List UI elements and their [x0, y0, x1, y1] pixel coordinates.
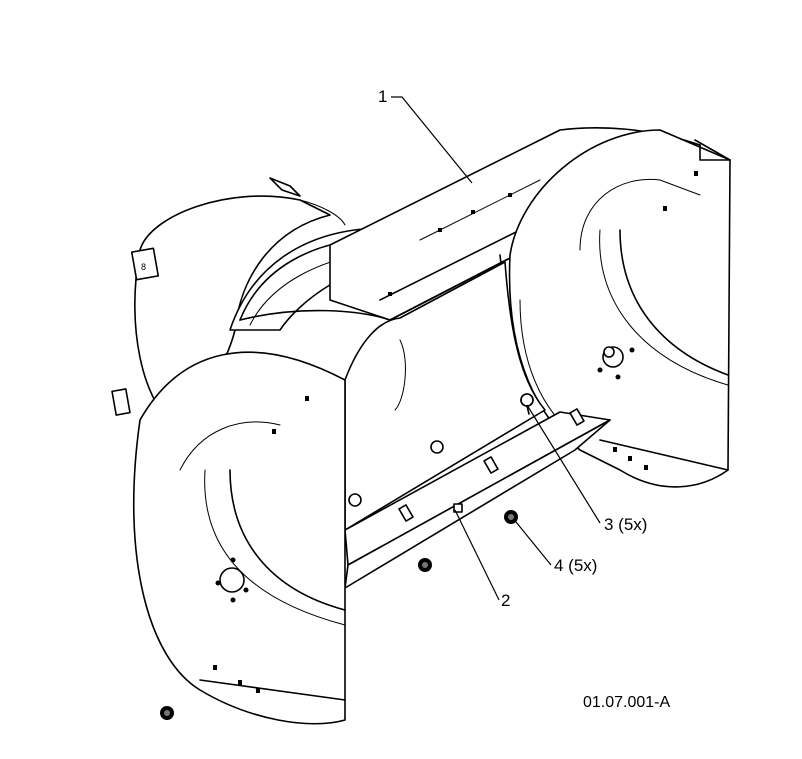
- scraper-bar: [344, 408, 611, 589]
- leader-lines: [391, 96, 601, 601]
- callout-2: 2: [501, 591, 511, 610]
- svg-text:8: 8: [141, 262, 146, 272]
- left-side-panel: [132, 351, 346, 725]
- callout-1: 1: [378, 87, 388, 106]
- rear-drum: 8: [111, 177, 346, 421]
- nut-4: [160, 510, 518, 720]
- callout-3: 3 (5x): [604, 515, 648, 534]
- figure-reference-code: 01.07.001-A: [583, 694, 671, 711]
- callout-4: 4 (5x): [554, 556, 598, 575]
